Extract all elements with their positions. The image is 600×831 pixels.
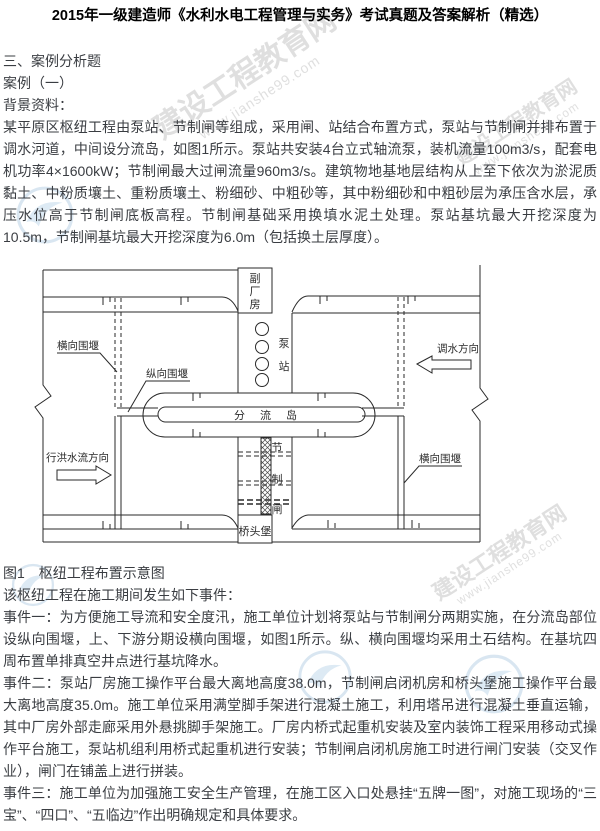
water-transfer-direction-label: 调水方向 [437, 342, 479, 355]
leader-longitudinal-cofferdam [127, 380, 190, 413]
channel-outline [34, 265, 489, 543]
figure1-layout-diagram: 副 厂 房 泵 站 分流岛 节 制 闸 桥头堡 横向围堰 纵向围堰 调水方向 行… [34, 265, 489, 544]
pump-unit-circle [255, 357, 269, 371]
case-heading: 案例（一） [3, 75, 73, 91]
gate-pier-hatched [260, 437, 272, 515]
bottom-waterline-left [43, 514, 239, 529]
water-transfer-arrow [415, 355, 472, 374]
top-slope-line-left [43, 296, 239, 312]
transverse-cofferdam-label-left: 横向围堰 [57, 339, 99, 352]
aux-house-label-char: 房 [250, 298, 261, 311]
events-intro: 该枢纽工程在施工期间发生如下事件： [3, 587, 241, 603]
top-slope-line-right [291, 295, 480, 313]
island-body [157, 406, 366, 423]
auxiliary-plant-box [237, 267, 273, 314]
control-gate-label-char: 制 [272, 473, 283, 486]
leader-transverse-cofferdam-left [57, 352, 118, 373]
structure-walls [237, 313, 293, 529]
figure-caption: 图1 枢纽工程布置示意图 [3, 565, 165, 581]
event-3-text: 事件三：施工单位为加强施工安全生产管理，在施工区入口处悬挂“五牌一图”，对施工现… [3, 785, 597, 823]
leader-transverse-cofferdam-right [403, 465, 462, 484]
event-2-text: 事件二：泵站厂房施工操作平台最大离地高度38.0m，节制闸启闭机房和桥头堡施工操… [3, 675, 597, 779]
control-gate-label-char: 节 [272, 441, 283, 454]
pump-unit-circle [255, 322, 269, 336]
longitudinal-cofferdam-label: 纵向围堰 [146, 367, 188, 380]
flood-flow-direction-label: 行洪水流方向 [46, 451, 109, 464]
pump-unit-circle [255, 373, 269, 387]
flood-flow-arrow [56, 465, 112, 485]
left-bank-edge [34, 270, 52, 542]
bridgehead-box [237, 514, 273, 544]
bottom-waterline-right [291, 514, 480, 529]
transverse-cofferdam-lines [114, 297, 405, 529]
right-bank-edge [471, 265, 489, 542]
pump-station-label-char: 站 [279, 359, 290, 373]
transverse-cofferdam-label-right: 横向围堰 [419, 452, 461, 465]
pump-units [255, 322, 269, 387]
control-gate-label-char: 闸 [272, 503, 283, 516]
cofferdam-connectors [117, 407, 404, 417]
slope-tick-marks [102, 296, 420, 529]
bridgehead-label: 桥头堡 [239, 524, 272, 538]
background-label: 背景资料： [3, 97, 73, 113]
cofferdam-solid-lower [114, 416, 405, 529]
section-heading: 三、案例分析题 [3, 53, 101, 69]
background-text: 某平原区枢纽工程由泵站、节制闸等组成，采用闸、站结合布置方式，泵站与节制闸并排布… [3, 119, 597, 245]
aux-house-label-char: 厂 [250, 286, 261, 298]
page-title: 2015年一级建造师《水利水电工程管理与实务》考试真题及答案解析（精选） [51, 8, 549, 24]
pump-unit-circle [255, 340, 269, 354]
diversion-island-group [117, 392, 404, 438]
event-1-text: 事件一：为方便施工导流和安全度汛，施工单位计划将泵站与节制闸分两期实施，在分流岛… [3, 609, 597, 669]
pump-station-label-char: 泵 [279, 337, 290, 350]
aux-house-label-char: 副 [250, 272, 261, 285]
diversion-island-label: 分流岛 [234, 408, 312, 422]
